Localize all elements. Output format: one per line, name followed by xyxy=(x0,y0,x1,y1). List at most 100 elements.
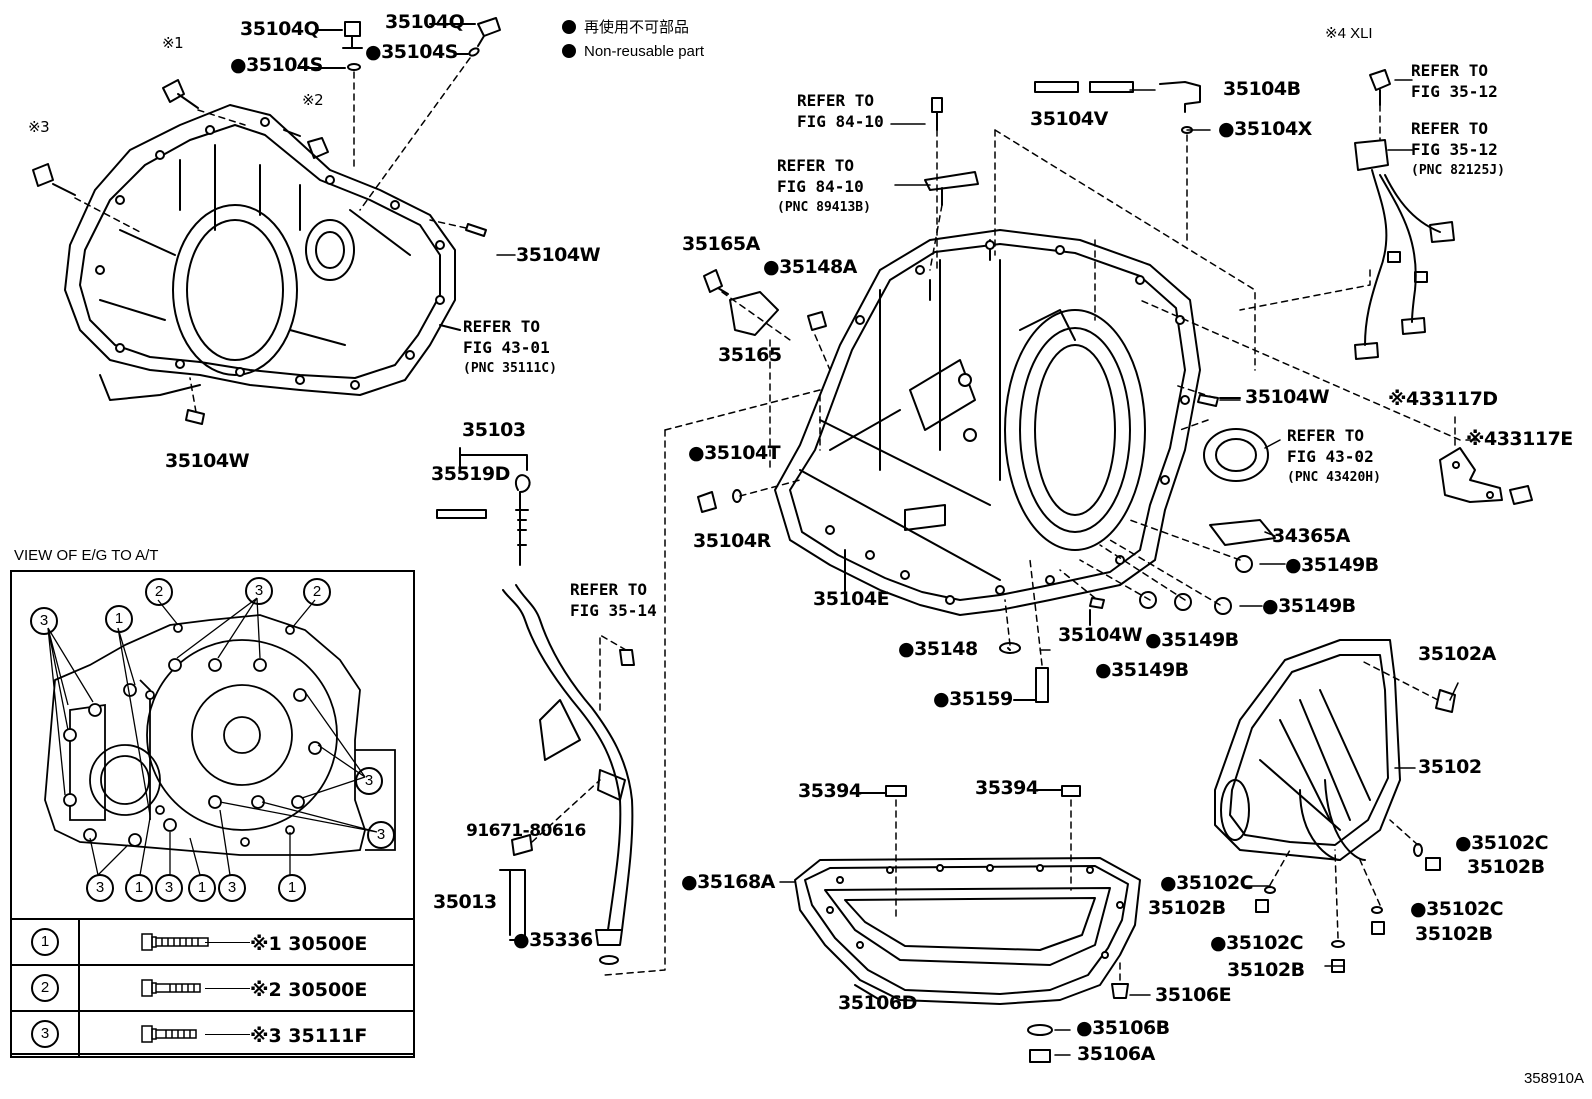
filled-dot-icon xyxy=(562,44,576,58)
part-label: ●35148 xyxy=(898,638,978,660)
part-label: 35104W xyxy=(1058,624,1143,646)
part-label: 35104E xyxy=(813,588,890,610)
bolt-part-code: ※3 35111F xyxy=(250,1025,368,1047)
callout-2: 2 xyxy=(31,974,59,1002)
part-label: 35102B xyxy=(1467,856,1545,878)
part-label: 35394 xyxy=(798,780,862,802)
dipstick-tube-drawing xyxy=(436,447,635,965)
part-label: ※1 xyxy=(162,34,184,52)
callout-3: 3 xyxy=(218,874,246,902)
part-label: 35165A xyxy=(682,233,760,255)
callout-3: 3 xyxy=(367,821,395,849)
part-label: 35104W xyxy=(165,450,250,472)
part-label: ●35104T xyxy=(688,442,781,464)
bolt-icon xyxy=(141,1025,197,1043)
transaxle-case-drawing xyxy=(604,81,1461,976)
part-label: 35104W xyxy=(1245,386,1330,408)
callout-3: 3 xyxy=(86,874,114,902)
extension-cover-drawing xyxy=(1214,639,1456,973)
part-label: 35103 xyxy=(462,419,526,441)
callout-2: 2 xyxy=(145,578,173,606)
part-label: ●35102C xyxy=(1410,898,1504,920)
part-label: ●35149B xyxy=(1145,629,1239,651)
engine-side-view-drawing xyxy=(44,597,396,876)
bolt-table: 1 ※1 30500E 2 ※2 30500E 3 xyxy=(10,918,415,1058)
table-row: 2 ※2 30500E xyxy=(10,964,415,1012)
callout-3: 3 xyxy=(31,1020,59,1048)
bolt-part-code: ※1 30500E xyxy=(250,933,368,955)
part-label: 35102A xyxy=(1418,643,1496,665)
part-label: 35104W xyxy=(516,244,601,266)
oil-pan-drawing xyxy=(794,785,1141,1063)
part-label: 35165 xyxy=(718,344,782,366)
callout-3: 3 xyxy=(355,767,383,795)
part-label: ●35104X xyxy=(1218,118,1312,140)
bolt-part-code: ※2 30500E xyxy=(250,979,368,1001)
xli-note: ※4 XLI xyxy=(1325,25,1373,42)
part-label: ●35104S xyxy=(230,54,323,76)
part-label: ※3 xyxy=(28,118,50,136)
part-label: 35102B xyxy=(1415,923,1493,945)
legend-item-jp: 再使用不可部品 xyxy=(562,16,704,40)
part-label: 35104R xyxy=(693,530,771,552)
part-label: 35102B xyxy=(1227,959,1305,981)
callout-2: 2 xyxy=(303,578,331,606)
transaxle-housing-drawing xyxy=(32,17,501,425)
part-label: 35104Q xyxy=(240,18,320,40)
callout-3: 3 xyxy=(245,577,273,605)
part-label: 35102 xyxy=(1418,756,1482,778)
part-label: 34365A xyxy=(1272,525,1350,547)
bolt-icon xyxy=(141,979,201,997)
callout-3: 3 xyxy=(30,607,58,635)
table-row: 3 ※3 35111F xyxy=(10,1010,415,1058)
part-label: ●35102C xyxy=(1455,832,1549,854)
part-label: 35102B xyxy=(1148,897,1226,919)
part-label: ●35159 xyxy=(933,688,1013,710)
part-label: ※433117E xyxy=(1466,428,1573,450)
part-label: ●35106B xyxy=(1076,1017,1170,1039)
part-label: 35104Q xyxy=(385,11,465,33)
filled-dot-icon xyxy=(562,20,576,34)
table-row: 1 ※1 30500E xyxy=(10,918,415,966)
part-label: ●35168A xyxy=(681,871,775,893)
callout-1: 1 xyxy=(125,874,153,902)
view-title: VIEW OF E/G TO A/T xyxy=(14,547,159,564)
part-label: 35013 xyxy=(433,891,497,913)
part-label: 35106D xyxy=(838,992,917,1014)
callout-1: 1 xyxy=(105,605,133,633)
part-label: 35394 xyxy=(975,777,1039,799)
legend: 再使用不可部品 Non-reusable part xyxy=(562,16,704,64)
part-label: ●35148A xyxy=(763,256,857,278)
part-label: ●35149B xyxy=(1095,659,1189,681)
figure-code: 358910A xyxy=(1523,1070,1584,1087)
part-label: ●35149B xyxy=(1262,595,1356,617)
part-label: ●35102C xyxy=(1210,932,1304,954)
part-label: 35104V xyxy=(1030,108,1108,130)
part-label: 35519D xyxy=(431,463,510,485)
part-label: 35106E xyxy=(1155,984,1232,1006)
bracket-drawing xyxy=(1439,414,1533,505)
part-label: 35104B xyxy=(1223,78,1301,100)
part-label: ※433117D xyxy=(1388,388,1498,410)
part-label: 91671-80616 xyxy=(466,821,586,841)
callout-3: 3 xyxy=(155,874,183,902)
legend-item-en: Non-reusable part xyxy=(562,40,704,64)
callout-1: 1 xyxy=(31,928,59,956)
wire-harness-drawing xyxy=(1354,69,1455,360)
part-label: 35106A xyxy=(1077,1043,1155,1065)
part-label: ●35149B xyxy=(1285,554,1379,576)
part-label: ●35104S xyxy=(365,41,458,63)
part-label: ※2 xyxy=(302,91,324,109)
part-label: ●35102C xyxy=(1160,872,1254,894)
part-label: ●35336 xyxy=(513,929,593,951)
callout-1: 1 xyxy=(188,874,216,902)
callout-1: 1 xyxy=(278,874,306,902)
